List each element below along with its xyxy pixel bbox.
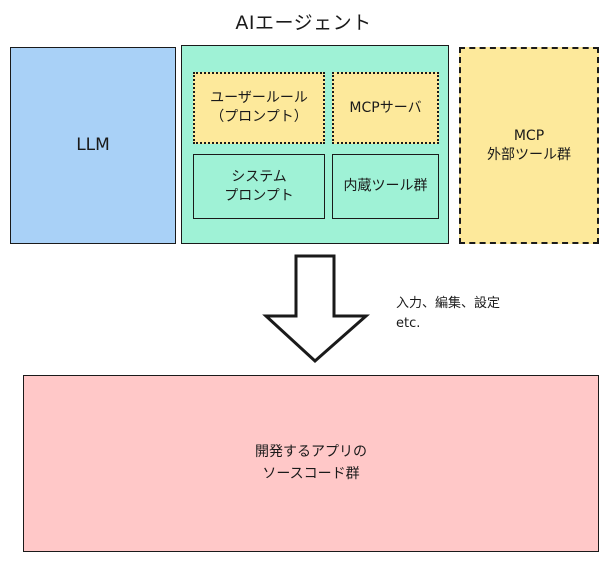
mcp-server-box: MCPサーバ [332, 72, 439, 144]
arrow-action-label: 入力、編集、設定 etc. [396, 296, 501, 332]
app-source-code-box: 開発するアプリの ソースコード群 [23, 375, 599, 552]
system-prompt-box: システム プロンプト [193, 154, 325, 219]
llm-box: LLM [10, 47, 176, 244]
down-arrow-shape [262, 254, 370, 364]
user-rule-box: ユーザールール （プロンプト） [193, 72, 325, 144]
builtin-tools-box: 内蔵ツール群 [332, 154, 439, 219]
down-arrow-icon [262, 254, 370, 364]
diagram-title: AIエージェント [235, 12, 372, 34]
mcp-external-tools-box: MCP 外部ツール群 [459, 47, 599, 244]
